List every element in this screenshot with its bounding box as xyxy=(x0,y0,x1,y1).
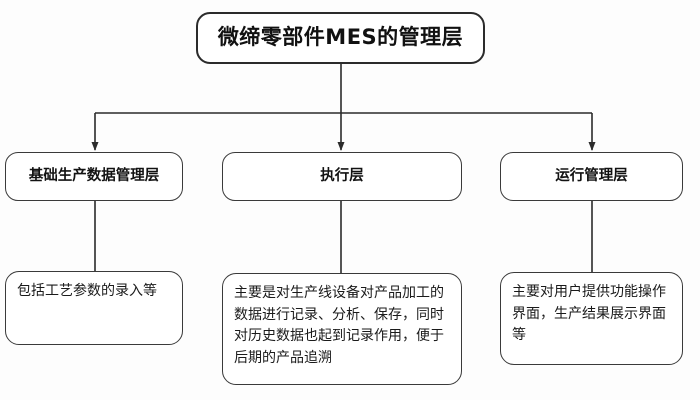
node-desc-basic-production-data-text: 包括工艺参数的录入等 xyxy=(17,283,157,299)
node-layer-basic-production-data[interactable]: 基础生产数据管理层 xyxy=(5,152,183,201)
node-layer-operation-management[interactable]: 运行管理层 xyxy=(500,152,683,201)
node-layer-execution[interactable]: 执行层 xyxy=(222,152,462,201)
node-desc-operation-management-text: 主要对用户提供功能操作界面，生产结果展示界面等 xyxy=(512,284,666,344)
node-desc-operation-management[interactable]: 主要对用户提供功能操作界面，生产结果展示界面等 xyxy=(500,272,683,365)
node-layer-basic-production-data-label: 基础生产数据管理层 xyxy=(28,167,160,184)
node-desc-execution-text: 主要是对生产线设备对产品加工的数据进行记录、分析、保存，同时对历史数据也起到记录… xyxy=(234,285,444,367)
node-layer-operation-management-label: 运行管理层 xyxy=(555,167,628,184)
node-layer-execution-label: 执行层 xyxy=(320,167,364,184)
node-desc-execution[interactable]: 主要是对生产线设备对产品加工的数据进行记录、分析、保存，同时对历史数据也起到记录… xyxy=(222,273,462,385)
node-root-title[interactable]: 微缔零部件MES的管理层 xyxy=(196,12,485,64)
node-root-title-label: 微缔零部件MES的管理层 xyxy=(217,25,464,50)
node-desc-basic-production-data[interactable]: 包括工艺参数的录入等 xyxy=(5,271,183,345)
